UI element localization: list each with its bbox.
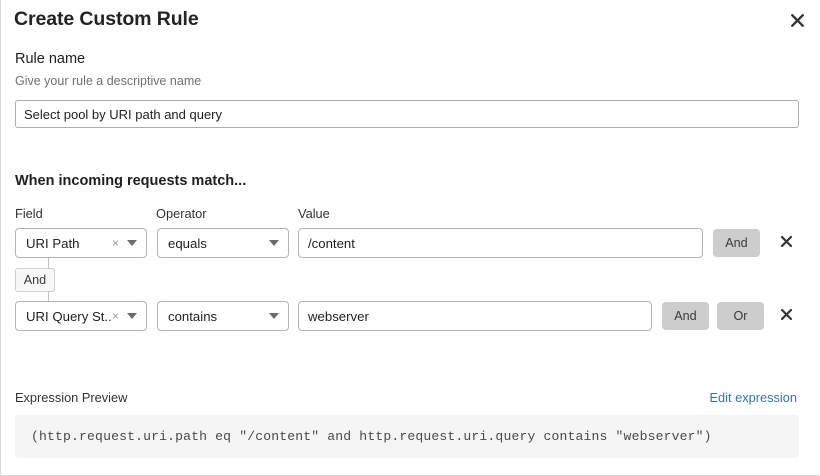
value-input-row-1[interactable] bbox=[298, 228, 703, 258]
edit-expression-link[interactable]: Edit expression bbox=[709, 390, 798, 405]
rule-name-label: Rule name bbox=[15, 51, 86, 67]
operator-select-row-1[interactable]: equals bbox=[157, 228, 289, 258]
group-conjunction-badge-and[interactable]: And bbox=[15, 268, 55, 292]
delete-condition-button-row-2[interactable] bbox=[773, 301, 799, 331]
rule-name-input[interactable] bbox=[15, 100, 799, 128]
conjunction-or-button-row-2[interactable]: Or bbox=[717, 302, 764, 330]
close-icon bbox=[780, 308, 793, 324]
close-icon bbox=[780, 235, 793, 251]
operator-select-value-row-1: equals bbox=[168, 235, 207, 251]
field-select-value-row-2: URI Query St... bbox=[26, 308, 111, 324]
clear-field-icon-row-2[interactable]: × bbox=[111, 309, 119, 323]
column-header-value: Value bbox=[298, 206, 330, 221]
delete-condition-button-row-1[interactable] bbox=[773, 228, 799, 258]
condition-row: URI Path × equals And bbox=[1, 228, 819, 258]
expression-preview-text: (http.request.uri.path eq "/content" and… bbox=[31, 429, 712, 444]
operator-select-value-row-2: contains bbox=[168, 308, 218, 324]
value-input-row-2[interactable] bbox=[298, 301, 652, 331]
close-icon bbox=[790, 13, 805, 28]
conjunction-and-button-row-1[interactable]: And bbox=[713, 229, 760, 257]
clear-field-icon-row-1[interactable]: × bbox=[111, 236, 119, 250]
chevron-down-icon-row-2-operator bbox=[269, 313, 279, 319]
expression-preview-label: Expression Preview bbox=[15, 390, 128, 405]
chevron-down-icon-row-1-field bbox=[127, 240, 137, 246]
dialog-title: Create Custom Rule bbox=[14, 8, 199, 30]
rule-name-description: Give your rule a descriptive name bbox=[15, 74, 202, 88]
match-section-heading: When incoming requests match... bbox=[15, 173, 247, 189]
condition-row: URI Query St... × contains And Or bbox=[1, 301, 819, 331]
conjunction-and-button-row-2[interactable]: And bbox=[662, 302, 709, 330]
chevron-down-icon-row-1-operator bbox=[269, 240, 279, 246]
chevron-down-icon-row-2-field bbox=[127, 313, 137, 319]
column-header-field: Field bbox=[15, 206, 43, 221]
close-dialog-button[interactable] bbox=[783, 6, 811, 34]
column-header-operator: Operator bbox=[156, 206, 207, 221]
field-select-value-row-1: URI Path bbox=[26, 235, 80, 251]
field-select-row-1[interactable]: URI Path × bbox=[15, 228, 147, 258]
field-select-row-2[interactable]: URI Query St... × bbox=[15, 301, 147, 331]
operator-select-row-2[interactable]: contains bbox=[157, 301, 289, 331]
expression-preview-box: (http.request.uri.path eq "/content" and… bbox=[15, 415, 799, 458]
